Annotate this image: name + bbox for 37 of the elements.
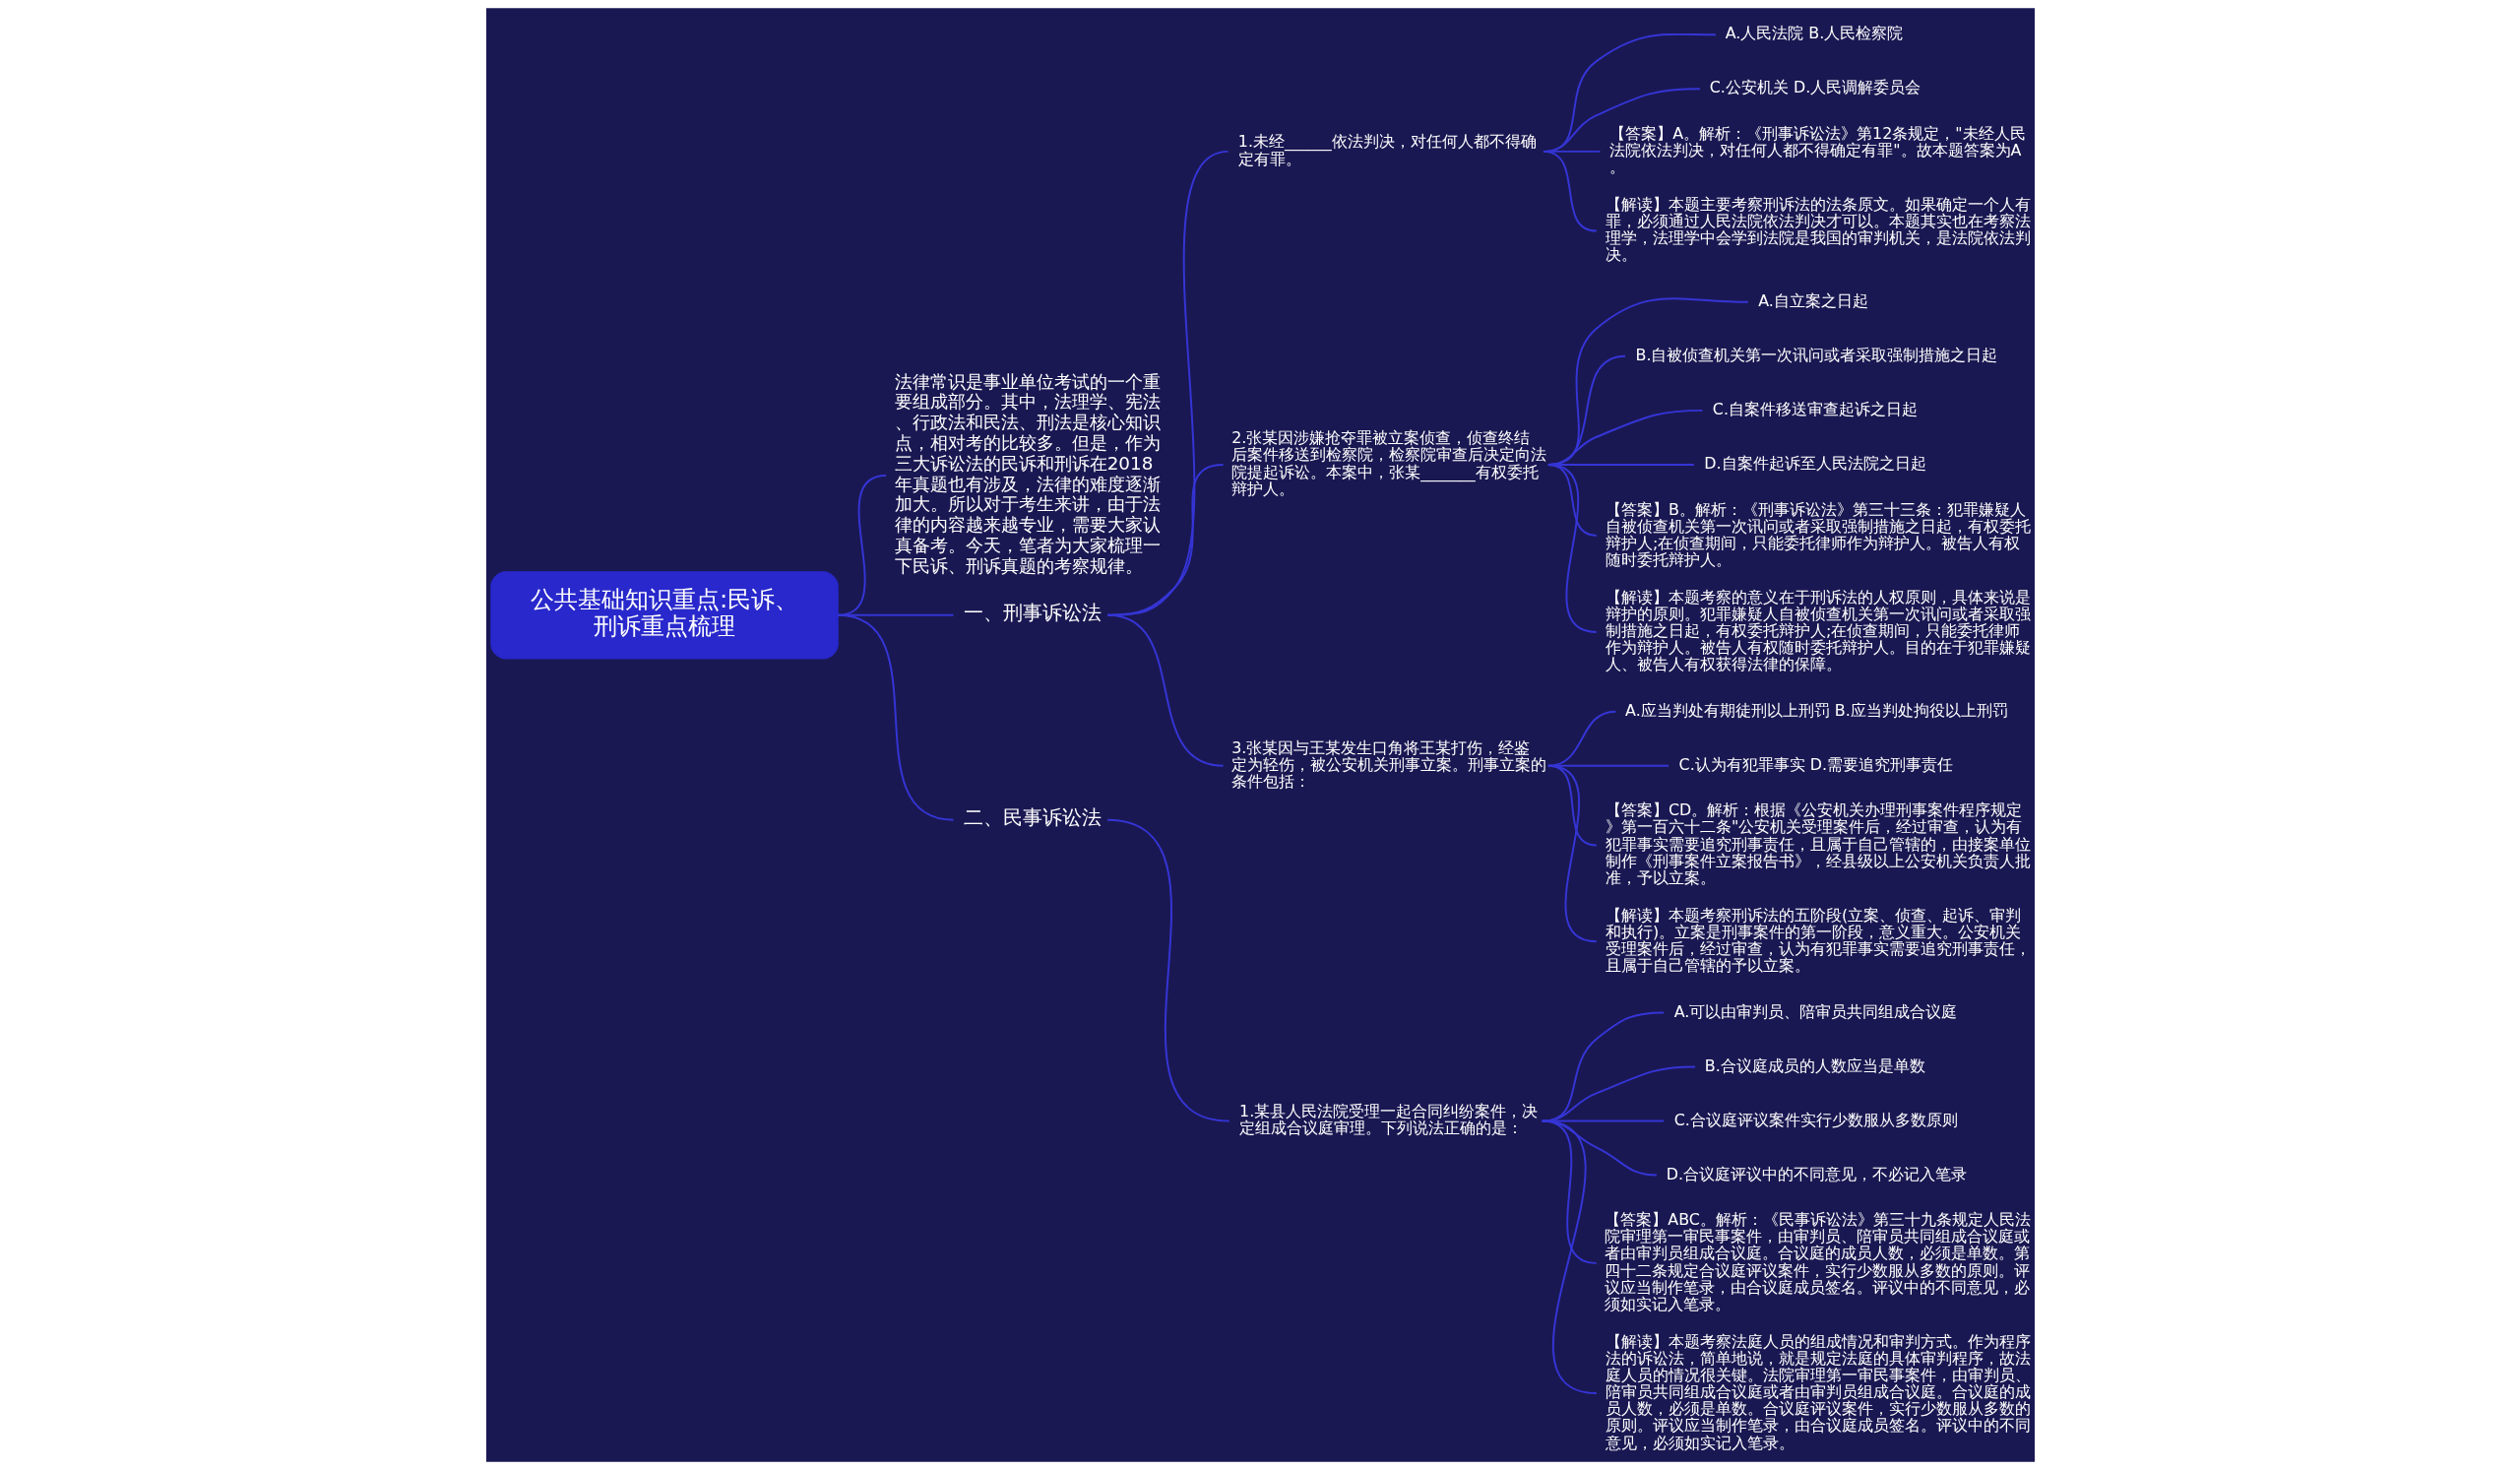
connector: [1105, 613, 1225, 767]
connector: [836, 613, 955, 821]
node-text: C.认为有犯罪事实 D.需要追究刑事责任: [1678, 754, 1953, 774]
node-text: 【答案】CD。解析：根据《公安机关办理刑事案件程序规定》第一百六十二条"公安机关受理案件后，经过审查，认为有犯罪事实需要追究刑事责任，且属于自己管辖的，由接案单位制作《刑事案件立案报告书》，经县级以上公安机关负责人批准，予以立案。: [1605, 800, 2031, 887]
node-text: A.可以由审判员、陪审员共同组成合议庭: [1673, 1001, 1957, 1021]
connector: [1542, 150, 1598, 232]
node-text: B.自被侦查机关第一次讯问或者采取强制措施之日起: [1635, 345, 1997, 364]
node-text: 二、民事诉讼法: [963, 806, 1102, 830]
node-text: B.合议庭成员的人数应当是单数: [1704, 1055, 1925, 1075]
connector: [1546, 764, 1598, 943]
node-text: 法律常识是事业单位考试的一个重要组成部分。其中，法理学、宪法、行政法和民法、刑法是核心知识点，相对考的比较多。但是，作为三大诉讼法的民诉和刑诉在2018年真题也有涉及，法律的难度逐渐加大。所以对于考生来讲，由于法律的内容越来越专业，需要大家认真备考。今天，笔者为大家梳理一下民诉、刑诉真题的考察规律。: [894, 370, 1161, 576]
node-text: 一、刑事诉讼法: [963, 602, 1102, 625]
node-text: A.应当判处有期徒刑以上刑罚 B.应当判处拘役以上刑罚: [1624, 700, 2008, 720]
node-text: 1.某县人民法院受理一起合同纠纷案件，决定组成合议庭审理。下列说法正确的是：: [1238, 1102, 1538, 1138]
node-text: C.公安机关 D.人民调解委员会: [1709, 78, 1921, 97]
node-text: 【解读】本题主要考察刑诉法的法条原文。如果确定一个人有罪，必须通过人民法院依法判决才可以。本题其实也在考察法理学，法理学中会学到法院是我国的审判机关，是法院依法判决。: [1605, 195, 2031, 265]
node-text: C.合议庭评议案件实行少数服从多数原则: [1673, 1110, 1958, 1129]
node-text: 【答案】A。解析：《刑事诉讼法》第12条规定，"未经人民法院依法判决，对任何人都不得确定有罪"。故本题答案为A。: [1608, 123, 2026, 177]
node-text: 【解读】本题考察刑诉法的五阶段(立案、侦查、起诉、审判和执行)。立案是刑事案件的第一阶段，意义重大。公安机关受理案件后，经过审查，认为有犯罪事实需要追究刑事责任，且属于自己管辖的予以立案。: [1605, 905, 2031, 976]
node-text: 【解读】本题考察的意义在于刑诉法的人权原则，具体来说是辩护的原则。犯罪嫌疑人自被侦查机关第一次讯问或者采取强制措施之日起，有权委托辩护人;在侦查期间，只能委托律师作为辩护人。被告人有权随时委托辩护人。目的在于犯罪嫌疑人、被告人有权获得法律的保障。: [1605, 587, 2031, 674]
node-text: C.自案件移送审查起诉之日起: [1712, 400, 1918, 419]
node-text: 1.未经______依法判决，对任何人都不得确定有罪。: [1237, 132, 1537, 168]
connector: [1541, 1065, 1696, 1122]
node-text: 【答案】B。解析：《刑事诉讼法》第三十三条：犯罪嫌疑人自被侦查机关第一次讯问或者采取强制措施之日起，有权委托辩护人;在侦查期间，只能委托律师作为辩护人。被告人有权随时委托辩护人。: [1605, 499, 2031, 569]
node-text: A.人民法院 B.人民检察院: [1725, 24, 1903, 43]
node-text: 2.张某因涉嫌抢夺罪被立案侦查，侦查终结后案件移送到检察院，检察院审查后决定向法院提起诉讼。本案中，张某_______有权委托辩护人。: [1230, 428, 1546, 498]
node-text: 【答案】ABC。解析：《民事诉讼法》第三十九条规定人民法院审理第一审民事案件，由审判员、陪审员共同组成合议庭或者由审判员组成合议庭。合议庭的成员人数，必须是单数。第四十二条规定合议庭评议案件，实行少数服从多数的原则。评议应当制作笔录，由合议庭成员签名。评议中的不同意见，必须如实记入笔录。: [1604, 1210, 2031, 1313]
node-text: A.自立案之日起: [1757, 290, 1868, 310]
node-text: D.自案件起诉至人民法院之日起: [1703, 454, 1926, 474]
connector: [1541, 1011, 1665, 1122]
node-text: 【解读】本题考察法庭人员的组成情况和审判方式。作为程序法的诉讼法，简单地说，就是规定法庭的具体审判程序，故法庭人员的情况很关键。法院审理第一审民事案件，由审判员、陪审员共同组成合议庭或者由审判员组成合议庭。合议庭的成员人数，必须是单数。合议庭评议案件，实行少数服从多数的原则。评议应当制作笔录，由合议庭成员签名。评议中的不同意见，必须如实记入笔录。: [1605, 1331, 2031, 1452]
node-text: 3.张某因与王某发生口角将王某打伤，经鉴定为轻伤，被公安机关刑事立案。刑事立案的条件包括：: [1230, 737, 1546, 791]
connector: [1541, 1119, 1598, 1394]
connector: [1105, 818, 1230, 1122]
connector: [1546, 463, 1598, 633]
node-box: 公共基础知识重点:民诉、刑诉重点梳理: [489, 571, 839, 660]
node-text: D.合议庭评议中的不同意见，不必记入笔录: [1666, 1164, 1967, 1183]
